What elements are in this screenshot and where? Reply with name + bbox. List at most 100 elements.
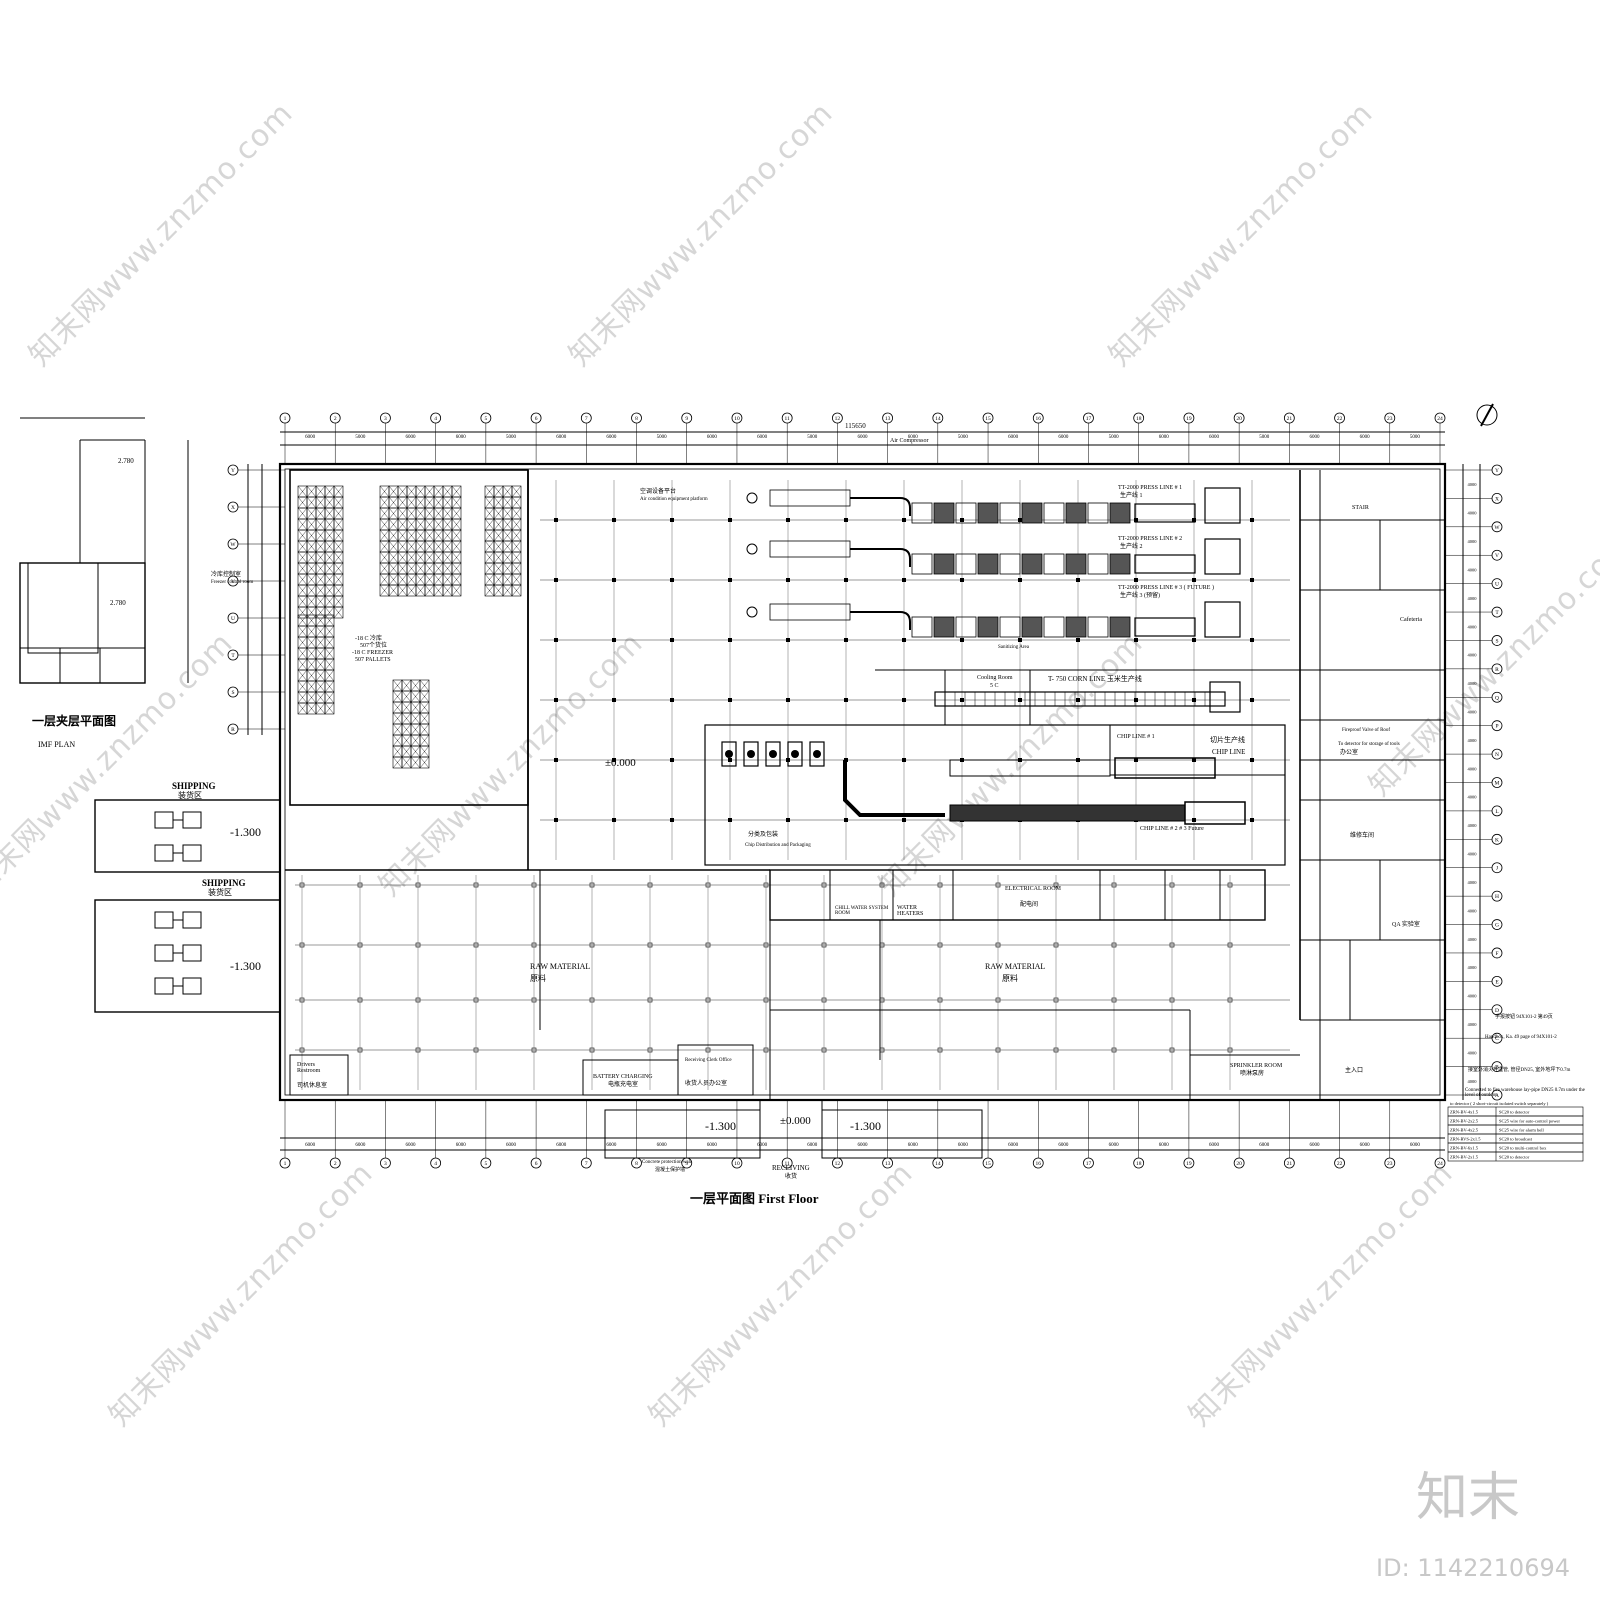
structural-columns bbox=[299, 518, 1254, 1053]
grid-label: R bbox=[231, 727, 235, 733]
qa-lab-label: QA 实验室 bbox=[1392, 922, 1420, 928]
grid-label: 24 bbox=[1437, 416, 1443, 422]
cafeteria-label: Cafeteria bbox=[1400, 617, 1422, 623]
grid-label: 19 bbox=[1186, 1161, 1192, 1167]
grid-label: 16 bbox=[1036, 1161, 1042, 1167]
freezer-control-cn: 冷库控制室 bbox=[211, 572, 242, 578]
bay-dimension: 5000 bbox=[355, 435, 366, 440]
grid-label: 18 bbox=[1136, 416, 1142, 422]
grid-label: 18 bbox=[1136, 1161, 1142, 1167]
bay-dimension: 4000 bbox=[1468, 1079, 1478, 1084]
grid-label: P bbox=[1495, 724, 1498, 730]
trucks bbox=[154, 811, 202, 995]
receiving-floor-level: ±0.000 bbox=[780, 1115, 811, 1127]
grid-label: E bbox=[1495, 979, 1499, 985]
bay-dimension: 6000 bbox=[1410, 1143, 1421, 1148]
bay-dimension: 6000 bbox=[606, 435, 617, 440]
bay-dimension: 6000 bbox=[556, 1143, 567, 1148]
bay-dimension: 6000 bbox=[858, 1143, 869, 1148]
receiving-dock-level-right: -1.300 bbox=[850, 1119, 881, 1133]
grid-label: 3 bbox=[384, 416, 387, 422]
shipping-dock-lower bbox=[94, 899, 281, 1013]
receiving-clerk-en: Receiving Clerk Office bbox=[685, 1058, 732, 1063]
bay-dimension: 5000 bbox=[1259, 435, 1270, 440]
receiving-dock-left bbox=[604, 1109, 761, 1159]
grid-label: U bbox=[1495, 582, 1499, 588]
entrance-label: 主入口 bbox=[1345, 1068, 1364, 1074]
freezer-label-cn: -18 C 冷库 bbox=[355, 636, 383, 642]
bay-dimension: 6000 bbox=[1058, 1143, 1069, 1148]
concrete-wall-en: Concrete protection wall bbox=[642, 1160, 692, 1165]
bay-dimension: 6000 bbox=[606, 1143, 617, 1148]
grid-label: M bbox=[1495, 781, 1500, 787]
grid-label: J bbox=[1496, 866, 1499, 872]
grid-label: 3 bbox=[384, 1161, 387, 1167]
grid-label: 7 bbox=[585, 1161, 588, 1167]
ac-platform-cn: 空调设备平台 bbox=[640, 489, 677, 495]
bay-dimension: 6000 bbox=[707, 1143, 718, 1148]
overall-dimension: 115650 bbox=[845, 422, 866, 430]
imf-title-cn: 一层夹层平面图 bbox=[32, 714, 117, 728]
bay-dimension: 6000 bbox=[958, 1143, 969, 1148]
grid-label: 8 bbox=[635, 1161, 638, 1167]
bay-dimension: 6000 bbox=[1209, 435, 1220, 440]
legend-desc: SC25 wire for alarm bell bbox=[1499, 1128, 1544, 1133]
legend-table: to detector ( 2 short-circuit isolated s… bbox=[1447, 1101, 1584, 1162]
fireproof-note: Fireproof Valve of Roof bbox=[1342, 728, 1391, 733]
grid-label: 23 bbox=[1387, 1161, 1393, 1167]
chill-water-label: CHILL WATER SYSTEM ROOM bbox=[835, 906, 889, 916]
raw-material-en: RAW MATERIAL bbox=[530, 962, 591, 971]
office-label: 办公室 bbox=[1340, 750, 1359, 756]
ac-platform-en: Air condition equipment platform bbox=[640, 497, 708, 502]
raw-material-cn: 原料 bbox=[530, 974, 546, 983]
imf-level-2: 2.780 bbox=[110, 599, 126, 607]
battery-charging-en: BATTERY CHARGING bbox=[593, 1074, 653, 1080]
grid-label: 19 bbox=[1186, 416, 1192, 422]
bay-dimension: 4000 bbox=[1468, 823, 1478, 828]
grid-label: 24 bbox=[1437, 1161, 1443, 1167]
bay-dimension: 6000 bbox=[1309, 1143, 1320, 1148]
grid-label: U bbox=[231, 616, 235, 622]
page-title: 一层平面图 First Floor bbox=[690, 1191, 819, 1206]
grid-label: H bbox=[1495, 894, 1499, 900]
press-line-1-cn: 生产线 1 bbox=[1120, 493, 1143, 499]
dock-level-lower: -1.300 bbox=[230, 959, 261, 973]
grid-label: 4 bbox=[434, 416, 437, 422]
bay-dimension: 6000 bbox=[406, 435, 417, 440]
chip-line-1-label: CHIP LINE # 1 bbox=[1117, 734, 1155, 740]
grid-label: 15 bbox=[985, 1161, 991, 1167]
legend-code: ZRN-BV-2x1.5 bbox=[1450, 1155, 1479, 1160]
grid-label: C bbox=[1495, 1036, 1499, 1042]
grid-label: V bbox=[1495, 553, 1499, 559]
grid-label: 12 bbox=[835, 416, 841, 422]
grid-label: Y bbox=[1495, 468, 1499, 474]
grid-label: K bbox=[1495, 837, 1499, 843]
imf-plan bbox=[19, 562, 146, 684]
grid-label: 21 bbox=[1287, 1161, 1293, 1167]
receiving-dock-level-left: -1.300 bbox=[705, 1119, 736, 1133]
grid-label: 14 bbox=[935, 1161, 941, 1167]
bay-dimension: 4000 bbox=[1468, 965, 1478, 970]
brand-logo: 知末 bbox=[1415, 1468, 1520, 1528]
chip-line-23-label: CHIP LINE # 2 # 3 Future bbox=[1140, 826, 1204, 832]
sprinkler-room-cn: 喷淋泵房 bbox=[1240, 1071, 1265, 1077]
bay-dimension: 4000 bbox=[1468, 653, 1478, 658]
imf-level-1: 2.780 bbox=[118, 457, 134, 465]
grid-label: 21 bbox=[1287, 416, 1293, 422]
drivers-restroom-cn: 司机休息室 bbox=[297, 1083, 328, 1089]
legend-code: ZRN-RVS-2x1.5 bbox=[1450, 1137, 1481, 1142]
grid-label: 9 bbox=[685, 416, 688, 422]
bay-dimension: 6000 bbox=[1058, 435, 1069, 440]
chip-dist-en-label: Chip Distribution and Packaging bbox=[745, 843, 811, 848]
bay-dimension: 6000 bbox=[858, 435, 869, 440]
floor-level: ±0.000 bbox=[605, 757, 636, 769]
chip-line-en-label: CHIP LINE bbox=[1212, 748, 1246, 756]
bay-dimension: 4000 bbox=[1468, 908, 1478, 913]
bay-dimension: 4000 bbox=[1468, 539, 1478, 544]
grid-label: 23 bbox=[1387, 416, 1393, 422]
grid-label: 1 bbox=[284, 416, 287, 422]
chip-line-cn-label: 切片生产线 bbox=[1210, 736, 1245, 744]
bay-dimension: 6000 bbox=[305, 1143, 316, 1148]
grid-label: 2 bbox=[334, 416, 337, 422]
bay-dimension: 4000 bbox=[1468, 738, 1478, 743]
